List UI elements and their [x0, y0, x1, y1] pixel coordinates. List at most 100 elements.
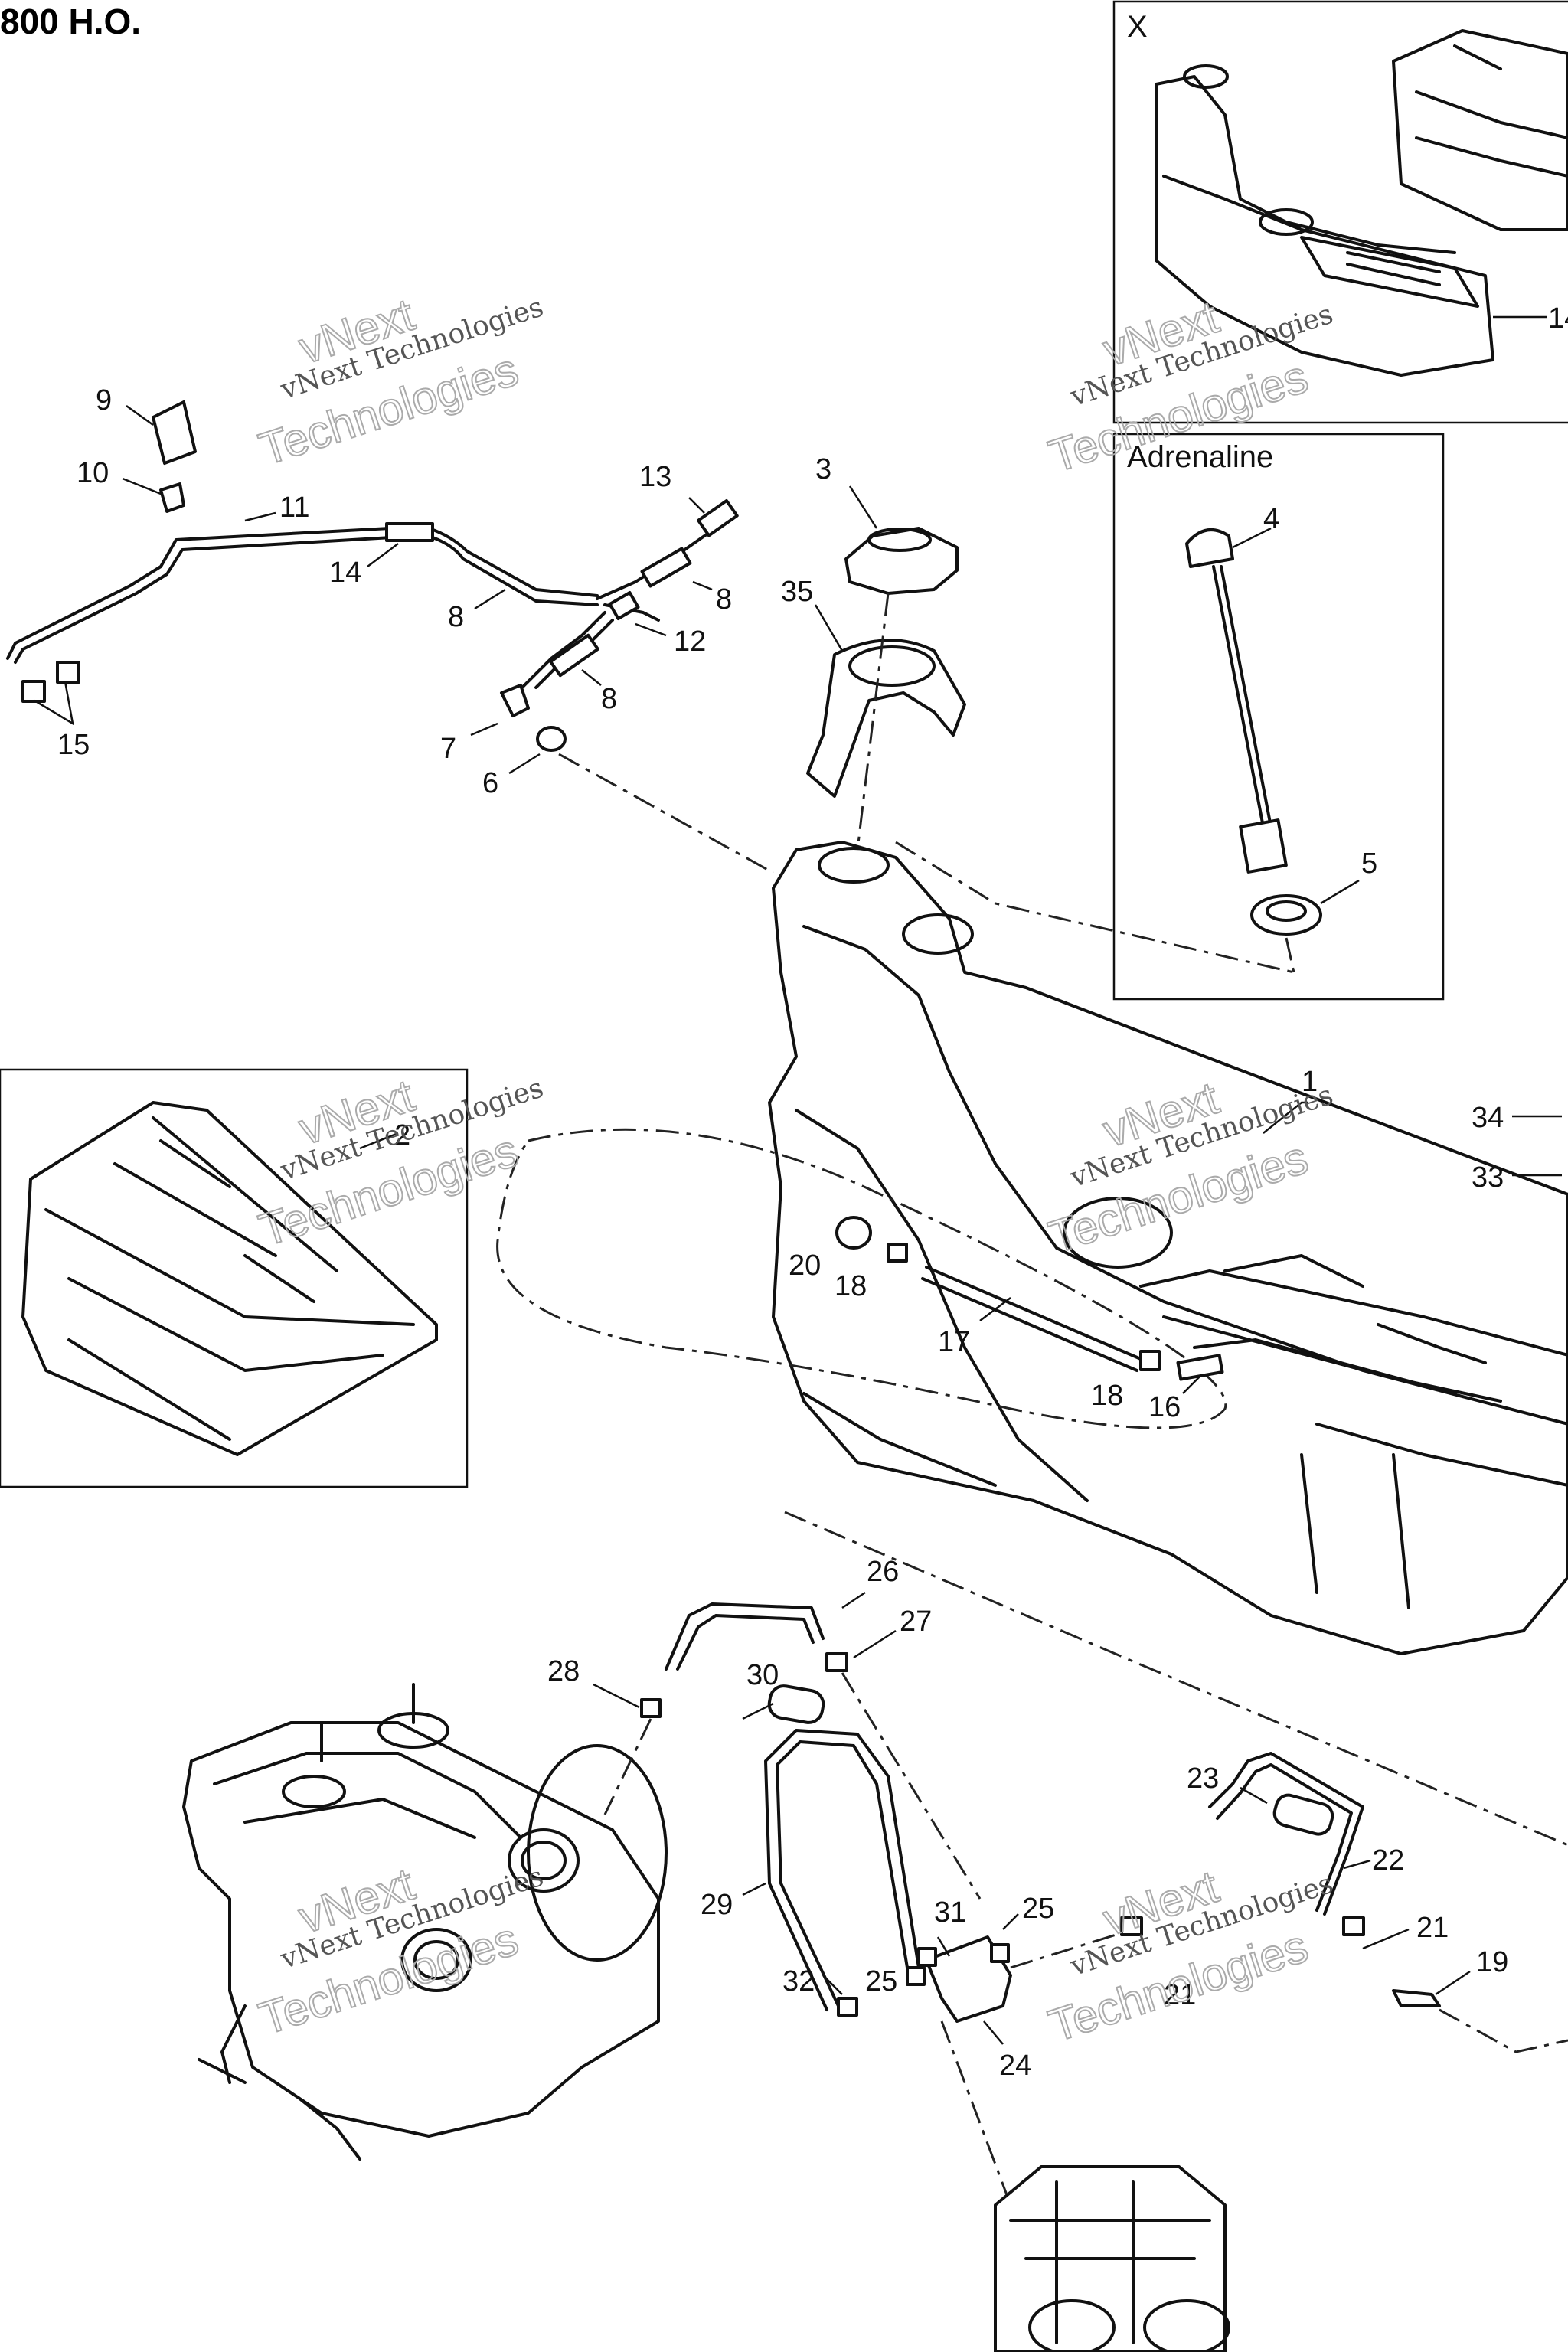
fuel-tank-1	[768, 841, 1568, 1655]
hose-22-assembly	[1120, 1752, 1441, 2007]
callout-34: 34	[1472, 1102, 1504, 1134]
route-28	[603, 1718, 652, 1815]
callout-8b: 8	[716, 583, 732, 616]
bracket-drawing	[21, 1101, 438, 1456]
callout-5: 5	[1361, 848, 1377, 880]
callout-15: 15	[57, 729, 90, 761]
callout-25b: 25	[1022, 1893, 1054, 1925]
part-25-b	[990, 1943, 1010, 1963]
part-7	[500, 684, 530, 717]
leader-3	[848, 485, 878, 529]
route-cap	[856, 593, 890, 851]
callout-33: 33	[1472, 1161, 1504, 1194]
callout-19: 19	[1476, 1946, 1508, 1978]
callout-10: 10	[77, 457, 109, 489]
route-gauge	[895, 841, 1295, 974]
part-14-fitting	[385, 522, 434, 542]
callout-32: 32	[782, 1965, 815, 1998]
callout-26: 26	[867, 1556, 899, 1588]
fuel-gauge-drawing	[1185, 528, 1322, 936]
leader-21a	[1362, 1928, 1410, 1950]
leader-10	[122, 477, 162, 495]
callout-16: 16	[1148, 1391, 1181, 1423]
part-32	[837, 1997, 858, 2017]
callout-20: 20	[789, 1250, 821, 1282]
part-22-hose	[1208, 1752, 1364, 1916]
callout-11: 11	[279, 492, 309, 524]
part-13	[697, 498, 739, 537]
leader-15	[34, 681, 74, 726]
leader-4	[1232, 527, 1272, 549]
callout-12: 12	[674, 626, 706, 658]
callout-23: 23	[1187, 1762, 1219, 1795]
part-10	[159, 482, 185, 513]
part-12	[608, 590, 640, 621]
leader-22	[1343, 1859, 1371, 1870]
inset-2: 2	[0, 1068, 469, 1488]
part-29-hose	[764, 1729, 920, 2011]
route-27	[841, 1672, 982, 1900]
callout-27: 27	[900, 1606, 932, 1638]
leader-11	[244, 511, 276, 522]
leader-35	[814, 604, 844, 652]
part-26-hose	[665, 1602, 825, 1671]
part-25-a	[906, 1966, 926, 1986]
route-pump	[1010, 1928, 1134, 1969]
part-9	[152, 400, 197, 465]
callout-6: 6	[482, 767, 498, 799]
route-carb	[940, 2020, 1012, 2206]
part-30	[767, 1684, 825, 1724]
callout-2: 2	[394, 1119, 410, 1152]
part-24	[925, 1936, 1012, 2023]
callout-31: 31	[934, 1896, 966, 1929]
watermark-6: vNext vNext Technologies Technologies	[1042, 1860, 1337, 2053]
callout-9: 9	[96, 384, 112, 416]
callout-3: 3	[815, 453, 831, 485]
cap-holder-35	[806, 639, 966, 798]
vent-hose-assembly	[6, 400, 739, 752]
route-pickup-loop	[496, 1128, 1227, 1429]
inset-x: X 14	[1112, 0, 1568, 424]
leader-17	[979, 1297, 1011, 1321]
leader-31	[936, 1936, 951, 1957]
leader-16	[1182, 1374, 1203, 1394]
callout-18a: 18	[835, 1270, 867, 1302]
leader-32	[822, 1975, 843, 1995]
leader-28	[593, 1683, 640, 1709]
leader-6	[508, 753, 541, 775]
engine-drawing	[182, 1683, 668, 2161]
leader-13	[688, 497, 705, 514]
callout-25a: 25	[865, 1965, 897, 1998]
callout-8a: 8	[448, 601, 464, 633]
part-31	[917, 1947, 937, 1967]
inset-x-label: X	[1127, 10, 1148, 44]
inset-x-tank-drawing	[1155, 64, 1494, 377]
leader-8b	[692, 580, 713, 591]
part-21-a	[1120, 1916, 1143, 1936]
callout-7: 7	[440, 733, 456, 765]
leader-9	[126, 404, 154, 426]
part-19	[1392, 1989, 1441, 2007]
inset-x-bracket-drawing	[1392, 29, 1568, 231]
callout-28: 28	[547, 1655, 580, 1687]
part-15-clip-a	[21, 680, 46, 703]
leader-14-main	[367, 543, 399, 567]
leader-29	[742, 1882, 766, 1896]
part-18-b	[1139, 1350, 1161, 1371]
route-vent	[558, 753, 774, 874]
callout-21b: 21	[1164, 1979, 1196, 2011]
callout-29: 29	[701, 1889, 733, 1921]
leader-23	[1240, 1786, 1268, 1805]
leader-8a	[474, 588, 506, 610]
callout-4: 4	[1263, 503, 1279, 535]
leader-26	[841, 1591, 866, 1609]
callout-14: 14	[329, 557, 361, 589]
leader-24	[983, 2020, 1004, 2045]
leader-1	[1263, 1101, 1308, 1134]
part-8-tube-b	[549, 633, 599, 678]
leader-5	[1320, 879, 1360, 905]
callout-24: 24	[999, 2050, 1031, 2082]
callout-30: 30	[746, 1659, 779, 1691]
part-15-clip-b	[56, 661, 80, 684]
